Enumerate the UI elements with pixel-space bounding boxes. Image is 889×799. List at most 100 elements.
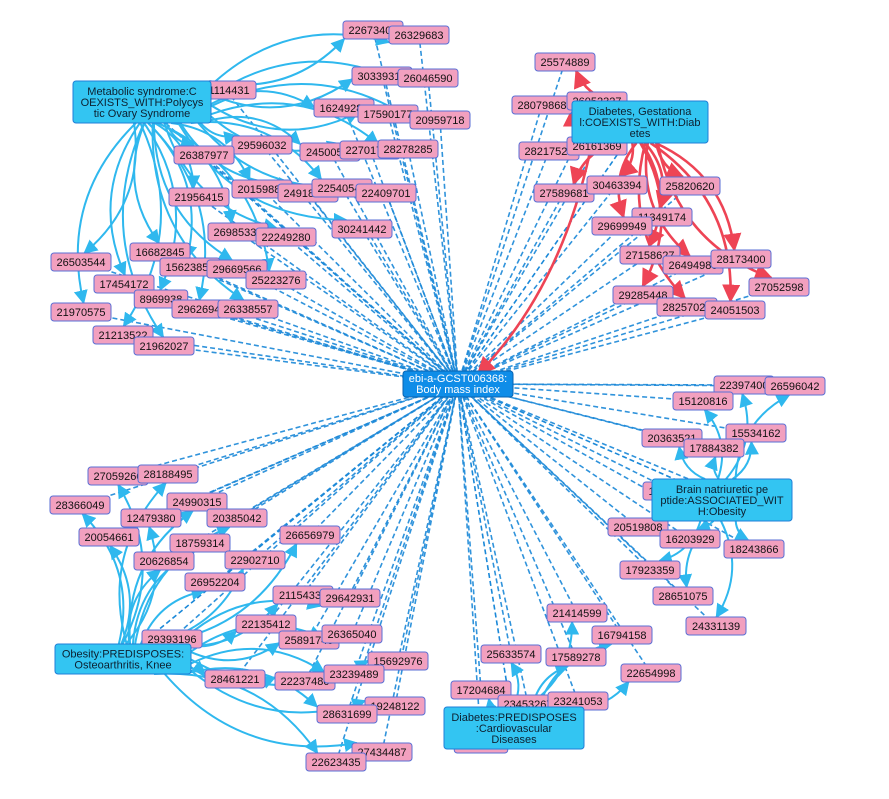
pmid-node[interactable]: 28278285 bbox=[377, 139, 439, 159]
pmid-node[interactable]: 25633574 bbox=[480, 644, 542, 664]
relation-hub-node[interactable]: Obesity:PREDISPOSES:Osteoarthritis, Knee bbox=[54, 643, 192, 675]
pmid-node[interactable]: 23239489 bbox=[323, 664, 385, 684]
pmid-node[interactable]: 27052598 bbox=[748, 277, 810, 297]
pmid-node[interactable]: 22397400 bbox=[713, 375, 775, 395]
pmid-node[interactable]: 24051503 bbox=[704, 300, 766, 320]
pmid-node[interactable]: 26329683 bbox=[388, 25, 450, 45]
pmid-node[interactable]: 15120816 bbox=[672, 391, 734, 411]
pmid-node[interactable]: 20959718 bbox=[409, 110, 471, 130]
pmid-node[interactable]: 29642931 bbox=[319, 588, 381, 608]
pmid-node[interactable]: 23241053 bbox=[547, 691, 609, 711]
pmid-node-box bbox=[607, 517, 669, 537]
pmid-node[interactable]: 21154332 bbox=[272, 585, 334, 605]
pmid-node-label: 19248122 bbox=[371, 701, 420, 713]
pmid-node[interactable]: 21970575 bbox=[50, 302, 112, 322]
pmid-node[interactable]: 20626854 bbox=[133, 551, 195, 571]
relation-hub-node[interactable]: Diabetes, Gestational:COEXISTS_WITH:Diab… bbox=[571, 100, 709, 144]
evidence-edge bbox=[285, 236, 459, 385]
pmid-node[interactable]: 28631699 bbox=[316, 704, 378, 724]
pmid-node[interactable]: 27059260 bbox=[87, 466, 149, 486]
pmid-node[interactable]: 27434487 bbox=[351, 742, 413, 762]
pmid-node[interactable]: 29699949 bbox=[591, 216, 653, 236]
pmid-node[interactable]: 30241442 bbox=[331, 219, 393, 239]
pmid-node[interactable]: 28257029 bbox=[656, 297, 718, 317]
center-trait-node[interactable]: ebi-a-GCST006368:Body mass index bbox=[402, 370, 514, 398]
pmid-node[interactable]: 22135412 bbox=[235, 614, 297, 634]
pmid-node[interactable]: 28079868 bbox=[511, 95, 573, 115]
relation-hub-box bbox=[571, 100, 709, 144]
pmid-node[interactable]: 15623858 bbox=[159, 257, 221, 277]
pmid-node[interactable]: 21962027 bbox=[133, 336, 195, 356]
pmid-node[interactable]: 22902710 bbox=[224, 550, 286, 570]
pmid-node[interactable]: 12479380 bbox=[120, 508, 182, 528]
pmid-node[interactable]: 24990315 bbox=[166, 492, 228, 512]
pmid-node[interactable]: 22237480 bbox=[274, 671, 336, 691]
pmid-node-label: 23239489 bbox=[330, 669, 379, 681]
pmid-node-label: 26656979 bbox=[286, 530, 335, 542]
pmid-node[interactable]: 17923359 bbox=[619, 560, 681, 580]
pmid-node[interactable]: 18243866 bbox=[723, 539, 785, 559]
pmid-node[interactable]: 17590177 bbox=[357, 104, 419, 124]
pmid-node[interactable]: 22673409 bbox=[342, 20, 404, 40]
pmid-node[interactable]: 17454172 bbox=[93, 274, 155, 294]
pmid-node[interactable]: 26596042 bbox=[764, 376, 826, 396]
pmid-node[interactable]: 26338557 bbox=[217, 299, 279, 319]
relation-edge bbox=[649, 141, 741, 303]
pmid-node[interactable]: 28651075 bbox=[652, 586, 714, 606]
pmid-node[interactable]: 20519808 bbox=[607, 517, 669, 537]
pmid-node[interactable]: 20385042 bbox=[206, 508, 268, 528]
pmid-node-label: 20159881 bbox=[238, 184, 287, 196]
pmid-node-label: 20626854 bbox=[140, 556, 189, 568]
pmid-node[interactable]: 16794158 bbox=[591, 625, 653, 645]
pmid-node[interactable]: 26365040 bbox=[321, 624, 383, 644]
pmid-node[interactable]: 28173400 bbox=[710, 249, 772, 269]
pmid-node[interactable]: 28366049 bbox=[49, 495, 111, 515]
relation-hub-node[interactable]: Brain natriuretic peptide:ASSOCIATED_WIT… bbox=[651, 478, 793, 522]
evidence-edge bbox=[261, 188, 459, 385]
pmid-node[interactable]: 26387977 bbox=[173, 145, 235, 165]
pmid-node[interactable]: 27589681 bbox=[533, 183, 595, 203]
pmid-node[interactable]: 25820620 bbox=[659, 176, 721, 196]
pmid-node[interactable]: 22654998 bbox=[620, 663, 682, 683]
pmid-node[interactable]: 22409701 bbox=[355, 183, 417, 203]
pmid-node[interactable]: 20054661 bbox=[78, 527, 140, 547]
pmid-node[interactable]: 22249280 bbox=[255, 227, 317, 247]
evidence-edge bbox=[309, 383, 459, 536]
pmid-node[interactable]: 26985336 bbox=[207, 222, 269, 242]
pmid-node[interactable]: 21956415 bbox=[168, 187, 230, 207]
pmid-node[interactable]: 16682845 bbox=[129, 242, 191, 262]
pmid-node[interactable]: 25574889 bbox=[534, 52, 596, 72]
pmid-node[interactable]: 29596032 bbox=[231, 135, 293, 155]
relation-hub-node[interactable]: Diabetes:PREDISPOSES:CardiovascularDisea… bbox=[443, 706, 585, 750]
pmid-node[interactable]: 24331139 bbox=[685, 616, 747, 636]
relation-edge bbox=[644, 142, 692, 258]
pmid-node[interactable]: 15534162 bbox=[725, 423, 787, 443]
pmid-node[interactable]: 18759314 bbox=[169, 533, 231, 553]
pmid-node[interactable]: 26503544 bbox=[50, 252, 112, 272]
pmid-node[interactable]: 30463394 bbox=[586, 175, 648, 195]
pmid-node[interactable]: 15692976 bbox=[367, 651, 429, 671]
pmid-node[interactable]: 28217520 bbox=[518, 141, 580, 161]
pmid-node[interactable]: 30339316 bbox=[351, 66, 413, 86]
relation-hub-label-line: ptide:ASSOCIATED_WIT bbox=[660, 495, 784, 507]
pmid-node[interactable]: 28188495 bbox=[137, 464, 199, 484]
pmid-node[interactable]: 26494986 bbox=[662, 255, 724, 275]
pmid-node[interactable]: 20159881 bbox=[231, 179, 293, 199]
pmid-node[interactable]: 28461221 bbox=[204, 669, 266, 689]
pmid-node[interactable]: 26952204 bbox=[184, 572, 246, 592]
pmid-node[interactable]: 26046590 bbox=[397, 68, 459, 88]
pmid-node[interactable]: 26656979 bbox=[279, 525, 341, 545]
pmid-node[interactable]: 29626943 bbox=[171, 299, 233, 319]
pmid-node-box bbox=[397, 68, 459, 88]
evidence-edge bbox=[457, 145, 598, 385]
pmid-node[interactable]: 21414599 bbox=[546, 603, 608, 623]
pmid-node[interactable]: 17589278 bbox=[545, 647, 607, 667]
pmid-node[interactable]: 25223276 bbox=[245, 270, 307, 290]
pmid-node[interactable]: 17884382 bbox=[683, 438, 745, 458]
pmid-node[interactable]: 16203929 bbox=[659, 529, 721, 549]
pmid-node[interactable]: 17204684 bbox=[450, 680, 512, 700]
relation-hub-node[interactable]: Metabolic syndrome:COEXISTS_WITH:Polycys… bbox=[72, 80, 212, 124]
pmid-node[interactable]: 19248122 bbox=[364, 696, 426, 716]
pmid-node[interactable]: 22623435 bbox=[305, 752, 367, 772]
